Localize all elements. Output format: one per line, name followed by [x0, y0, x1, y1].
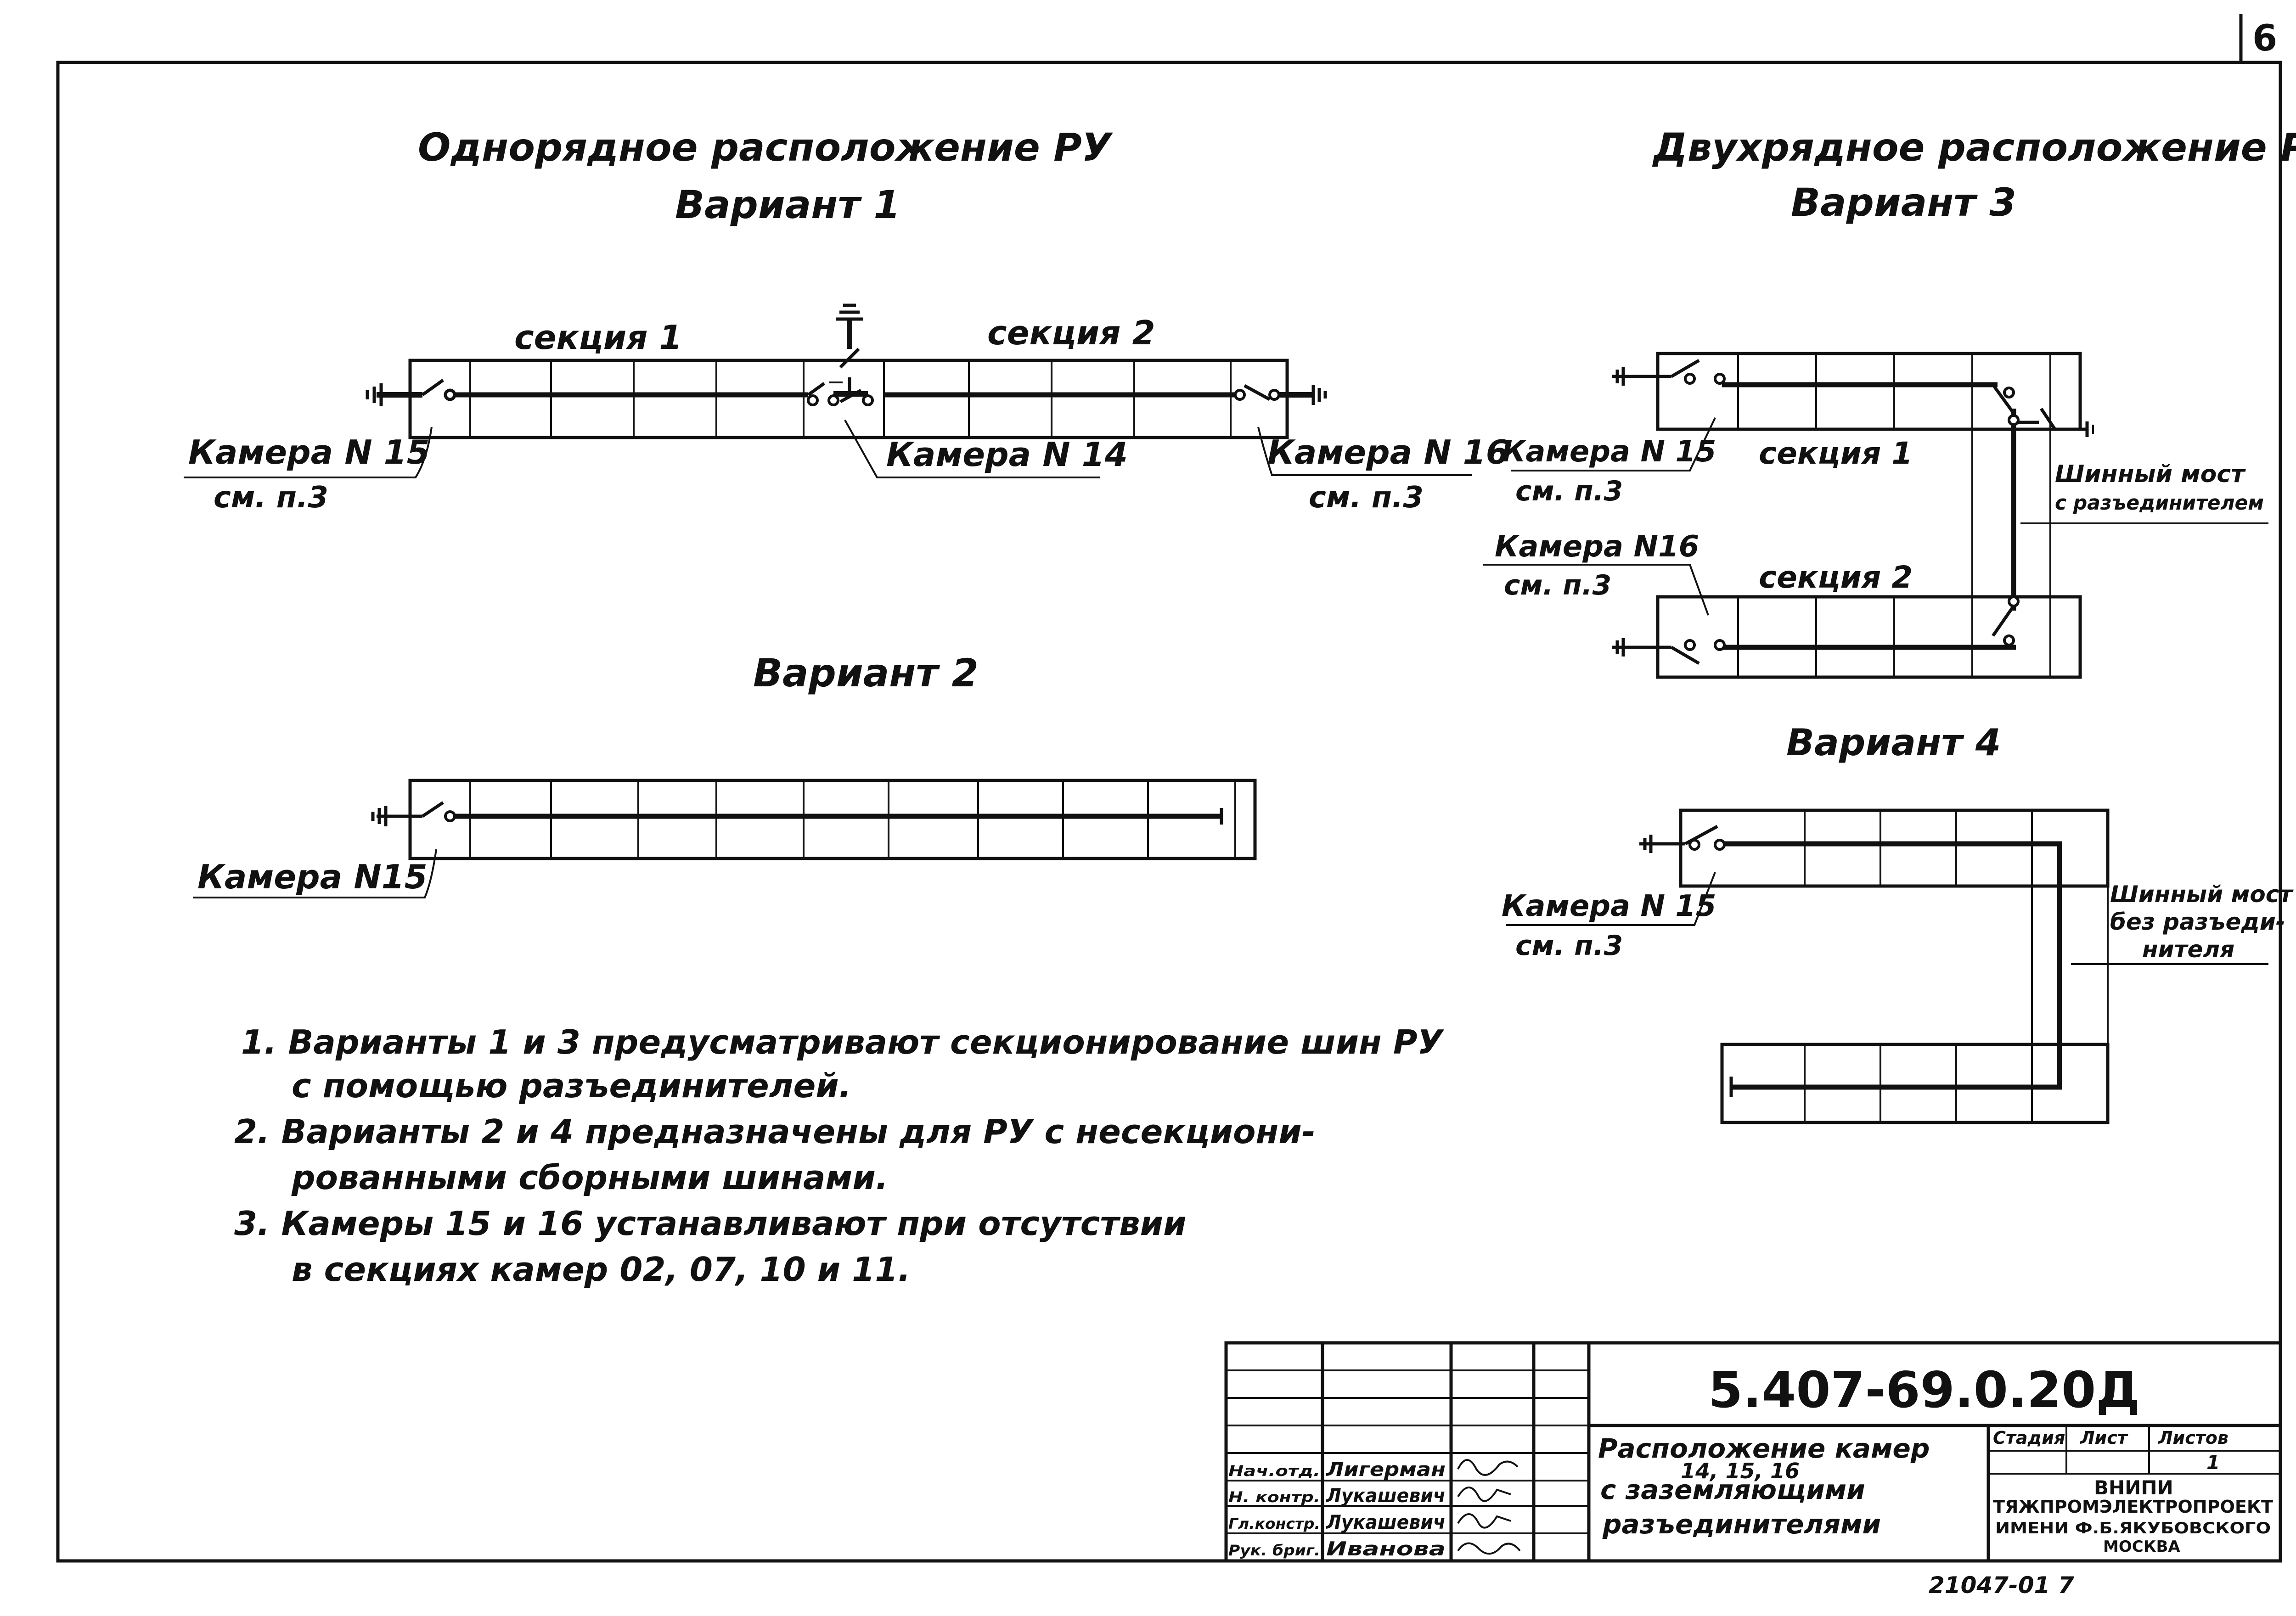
variant3-bridge-label-line2: с разъединителем — [2055, 491, 2264, 515]
note-line-4: рованными сборными шинами. — [291, 1158, 888, 1197]
notes-block: 1. Варианты 1 и 3 предусматривают секцио… — [234, 1023, 1445, 1289]
variant2-cell-row — [408, 779, 1257, 860]
variant3-heading: Двухрядное расположение РУ — [1652, 125, 2296, 170]
variant3-section2-label: секция 2 — [1759, 560, 1913, 595]
note-line-1: 1. Варианты 1 и 3 предусматривают секцио… — [241, 1023, 1445, 1061]
variant3-diagram: Двухрядное расположение РУ Вариант 3 — [1483, 125, 2296, 679]
variant1-cam15-ref: см. п.3 — [214, 481, 328, 515]
variant1-sectional-disconnector-icon — [807, 303, 874, 406]
variant3-section1-label: секция 1 — [1759, 436, 1913, 471]
variant4-cam15-ref: см. п.3 — [1515, 930, 1623, 962]
role-1: Нач.отд. — [1228, 1462, 1320, 1480]
doc-code: 5.407-69.0.20Д — [1708, 1362, 2140, 1419]
doc-title-line3: с заземляющими — [1600, 1474, 1865, 1505]
variant3-cam15-label: Камера N 15 — [1502, 435, 1716, 469]
variant1-ground-disconnector-left-icon — [366, 379, 456, 406]
org-line1: ВНИПИ — [2094, 1476, 2173, 1499]
variant2-title: Вариант 2 — [753, 651, 979, 696]
org-line4: МОСКВА — [2103, 1537, 2180, 1556]
variant3-cam15-leader — [1511, 417, 1716, 471]
variant4-bridge-label-line2: без разъеди- — [2110, 909, 2285, 935]
variant1-cell-dividers — [469, 360, 1232, 438]
title-block-frame — [1224, 1341, 2282, 1563]
footer-code: 21047-01 7 — [1929, 1572, 2074, 1599]
variant4-bridge-channel — [2031, 885, 2109, 1045]
variant2-cam15-label: Камера N15 — [197, 858, 428, 896]
variant1-cam14-leader — [844, 420, 1100, 478]
sheet-number: 6 — [2252, 18, 2277, 59]
name-2: Лукашевич — [1325, 1484, 1446, 1507]
variant4-top-row — [1679, 808, 2110, 888]
variant4-bridge-label-line1: Шинный мост — [2110, 881, 2294, 908]
variant3-row2-cells — [1656, 595, 2082, 679]
variant3-row2-dividers — [1737, 597, 2051, 677]
variant1-heading: Однорядное расположение РУ — [418, 125, 1114, 170]
variant1-section2-label: секция 2 — [987, 314, 1155, 352]
variant4-bottom-dividers — [1804, 1044, 2033, 1122]
doc-title-line1: Расположение камер — [1598, 1433, 1930, 1464]
variant2-diagram: Вариант 2 Камера N15 — [193, 651, 1257, 898]
note-line-5: 3. Камеры 15 и 16 устанавливают при отсу… — [234, 1204, 1187, 1243]
variant3-row2-ground-disconnector-icon — [1612, 638, 1726, 665]
variant1-cam16-ref: см. п.3 — [1309, 481, 1424, 515]
sheets-header: Листов — [2158, 1428, 2228, 1448]
variant3-cam15-ref: см. п.3 — [1515, 475, 1623, 507]
variant2-ground-disconnector-icon — [371, 801, 456, 826]
title-block: 5.407-69.0.20Д Расположение камер 14, 15… — [1224, 1341, 2282, 1563]
variant2-cam15-leader — [193, 849, 437, 898]
variant4-bridge-label-line3: нителя — [2142, 936, 2234, 963]
note-line-3: 2. Варианты 2 и 4 предназначены для РУ с… — [234, 1112, 1316, 1151]
variant1-title: Вариант 1 — [675, 182, 900, 227]
variant1-section1-label: секция 1 — [514, 318, 682, 357]
note-line-2: с помощью разъединителей. — [292, 1066, 851, 1105]
variant3-row1-ground-disconnector-icon — [1612, 359, 1726, 386]
variant1-cam16-label: Камера N 16 — [1267, 433, 1509, 471]
note-line-6: в секциях камер 02, 07, 10 и 11. — [292, 1250, 911, 1289]
signature-marks — [1457, 1459, 1521, 1555]
org-line3: ИМЕНИ Ф.Б.ЯКУБОВСКОГО — [1995, 1519, 2271, 1537]
org-line2: ТЯЖПРОМЭЛЕКТРОПРОЕКТ — [1993, 1497, 2273, 1517]
stage-header: Стадия — [1993, 1428, 2065, 1448]
doc-title-line2: 14, 15, 16 — [1681, 1459, 1800, 1483]
variant4-cam15-leader — [1506, 872, 1716, 926]
doc-title-line4: разъединителями — [1602, 1509, 1881, 1540]
variant3-cam16-ref: см. п.3 — [1504, 569, 1611, 601]
variant3-row1-cells — [1656, 352, 2082, 431]
variant1-cam15-label: Камера N 15 — [188, 433, 430, 471]
name-1: Лигерман — [1325, 1458, 1446, 1481]
variant4-cam15-label: Камера N 15 — [1502, 889, 1716, 923]
role-2: Н. контр. — [1228, 1488, 1320, 1506]
name-3: Лукашевич — [1325, 1511, 1446, 1533]
variant4-title: Вариант 4 — [1786, 721, 2001, 764]
variant1-cam14-label: Камера N 14 — [886, 435, 1128, 474]
name-4: Иванова — [1326, 1537, 1446, 1560]
variant4-busbar — [1724, 841, 2062, 1090]
variant3-bridge-disconnector-upper-icon — [1992, 383, 2094, 437]
sheets-value: 1 — [2206, 1451, 2220, 1474]
variant1-cam15-leader — [184, 426, 433, 478]
variant3-cam16-leader — [1483, 564, 1709, 616]
variant2-cell-dividers — [469, 780, 1236, 858]
role-3: Гл.констр. — [1228, 1515, 1320, 1532]
sheet-frame — [56, 61, 2282, 1563]
role-4: Рук. бриг. — [1228, 1542, 1320, 1559]
variant4-ground-disconnector-icon — [1639, 825, 1726, 853]
variant1-cam16-leader — [1257, 426, 1472, 476]
variant3-title: Вариант 3 — [1791, 180, 2016, 225]
variant3-row1-dividers — [1737, 354, 2051, 429]
variant3-bridge-disconnector-lower-icon — [1992, 595, 2020, 646]
variant1-ground-disconnector-right-icon — [1234, 384, 1327, 405]
sheet-header: Лист — [2080, 1428, 2128, 1448]
variant3-bridge-label-line1: Шинный мост — [2055, 460, 2246, 488]
variant4-bottom-row — [1720, 1043, 2110, 1124]
variant4-diagram: Вариант 4 Камера N 15 см. п.3 — [1502, 721, 2294, 1124]
variant3-cam16-label: Камера N16 — [1495, 530, 1699, 564]
variant1-diagram: Однорядное расположение РУ Вариант 1 сек… — [184, 125, 1509, 515]
variant4-top-dividers — [1804, 810, 2033, 886]
